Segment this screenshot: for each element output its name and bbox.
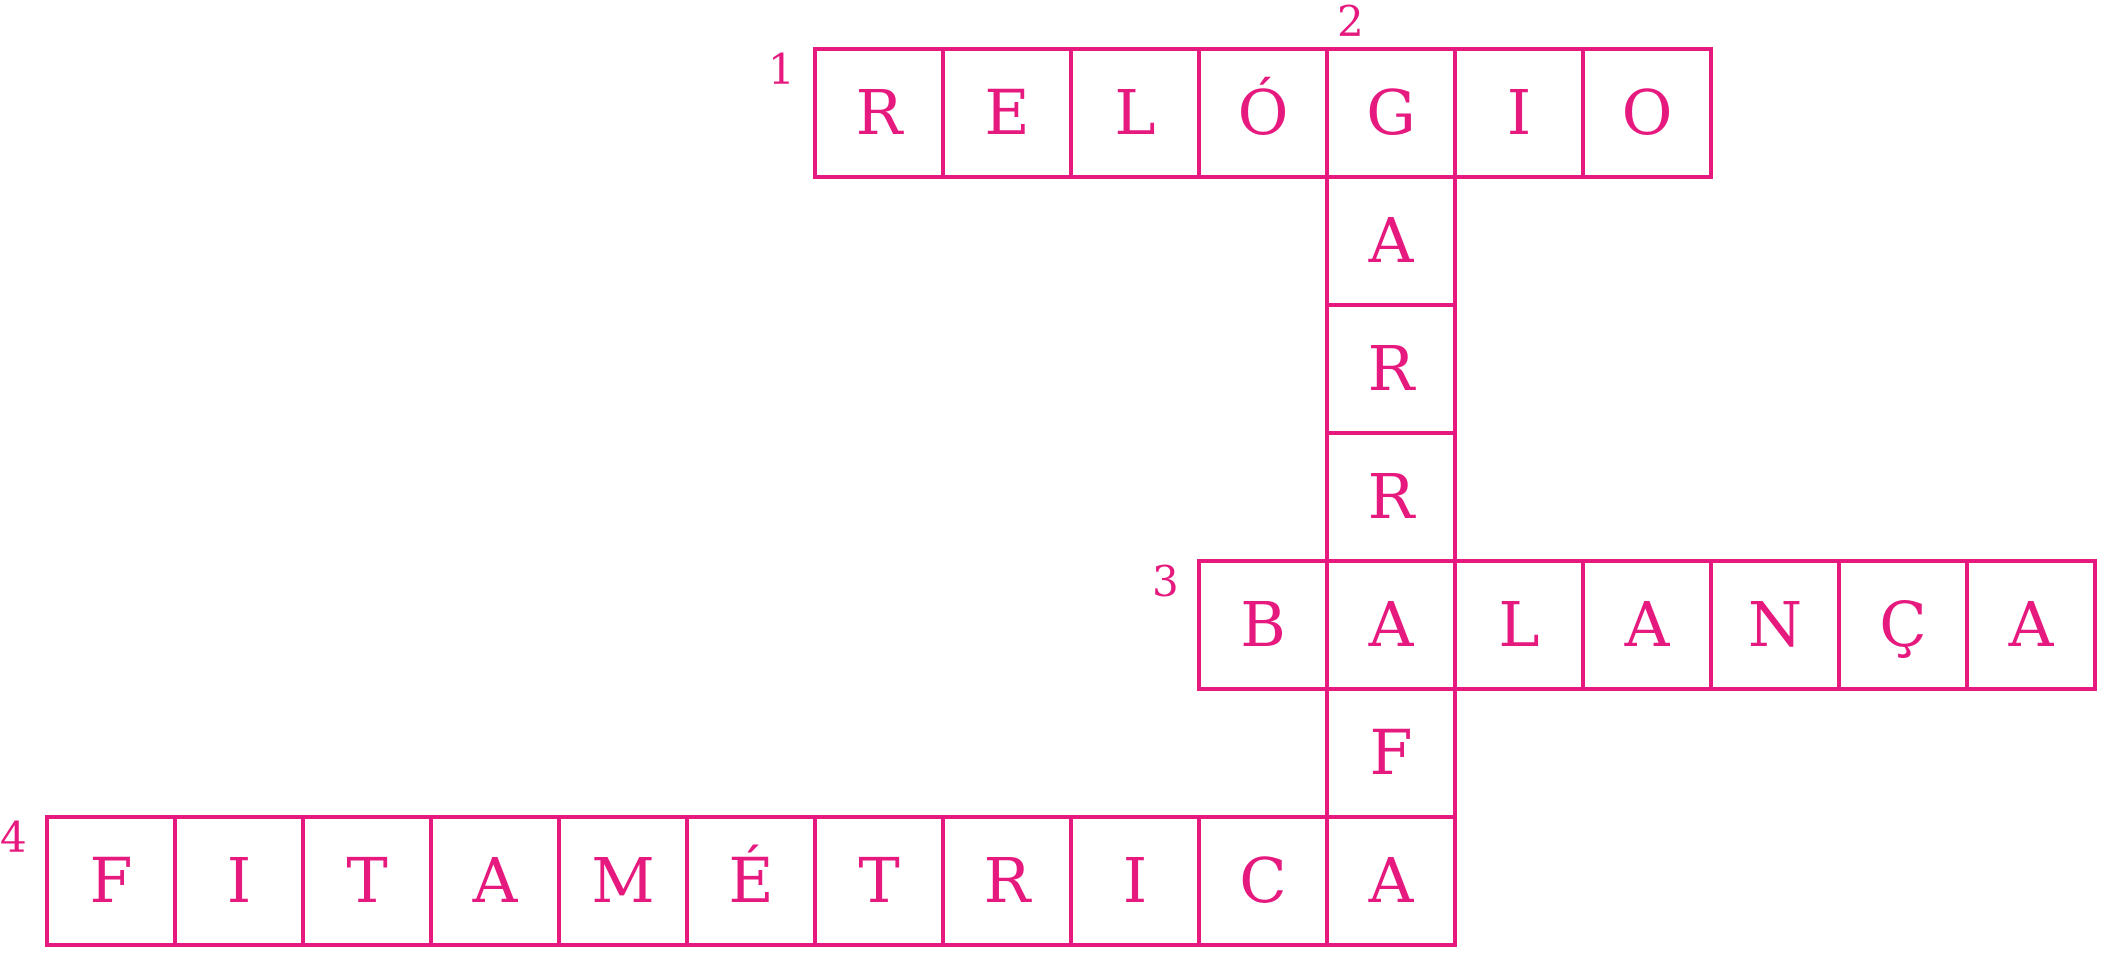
grid-cell[interactable]: A	[429, 815, 561, 947]
grid-cell[interactable]: É	[685, 815, 817, 947]
grid-cell[interactable]: R	[813, 47, 945, 179]
cell-letter: I	[226, 844, 252, 917]
grid-cell[interactable]: A	[1965, 559, 2097, 691]
clue-number-2: 2	[1337, 0, 1364, 46]
grid-cell[interactable]: Ç	[1837, 559, 1969, 691]
grid-cell[interactable]: O	[1581, 47, 1713, 179]
cell-letter: R	[983, 844, 1031, 917]
cell-letter: E	[984, 76, 1030, 149]
clue-number-4: 4	[0, 813, 27, 862]
cell-letter: I	[1506, 76, 1532, 149]
grid-cell[interactable]: G	[1325, 47, 1457, 179]
grid-cell[interactable]: A	[1325, 559, 1457, 691]
clue-number-3: 3	[1152, 557, 1179, 606]
cell-letter: M	[591, 844, 655, 917]
cell-letter: G	[1366, 76, 1416, 149]
cell-letter: A	[1624, 588, 1670, 661]
grid-cell[interactable]: T	[301, 815, 433, 947]
grid-cell[interactable]: E	[941, 47, 1073, 179]
cell-letter: A	[1368, 588, 1414, 661]
grid-cell[interactable]: F	[45, 815, 177, 947]
cell-letter: F	[89, 844, 133, 917]
grid-cell[interactable]: T	[813, 815, 945, 947]
cell-letter: A	[472, 844, 518, 917]
grid-cell[interactable]: N	[1709, 559, 1841, 691]
grid-cell[interactable]: R	[1325, 303, 1457, 435]
grid-cell[interactable]: Ó	[1197, 47, 1329, 179]
grid-cell[interactable]: I	[1453, 47, 1585, 179]
grid-cell[interactable]: A	[1325, 175, 1457, 307]
cell-letter: F	[1369, 716, 1413, 789]
cell-letter: A	[1368, 204, 1414, 277]
grid-cell[interactable]: I	[1069, 815, 1201, 947]
grid-cell[interactable]: B	[1197, 559, 1329, 691]
cell-letter: O	[1621, 76, 1673, 149]
cell-letter: A	[2008, 588, 2054, 661]
cell-letter: I	[1122, 844, 1148, 917]
cell-letter: T	[858, 844, 900, 917]
cell-letter: L	[1114, 76, 1156, 149]
cell-letter: Ó	[1237, 76, 1289, 149]
cell-letter: N	[1747, 588, 1803, 661]
cell-letter: T	[346, 844, 388, 917]
cell-letter: É	[728, 844, 774, 917]
grid-cell[interactable]: F	[1325, 687, 1457, 819]
grid-cell[interactable]: I	[173, 815, 305, 947]
cell-letter: B	[1240, 588, 1286, 661]
cell-letter: L	[1498, 588, 1540, 661]
grid-cell[interactable]: L	[1453, 559, 1585, 691]
cell-letter: A	[1368, 844, 1414, 917]
cell-letter: R	[855, 76, 903, 149]
cell-letter: R	[1367, 460, 1415, 533]
grid-cell[interactable]: A	[1325, 815, 1457, 947]
grid-cell[interactable]: L	[1069, 47, 1201, 179]
cell-letter: Ç	[1879, 588, 1927, 661]
clue-number-1: 1	[768, 45, 795, 94]
grid-cell[interactable]: R	[1325, 431, 1457, 563]
cell-letter: R	[1367, 332, 1415, 405]
cell-letter: C	[1239, 844, 1287, 917]
grid-cell[interactable]: C	[1197, 815, 1329, 947]
grid-cell[interactable]: R	[941, 815, 1073, 947]
grid-cell[interactable]: M	[557, 815, 689, 947]
grid-cell[interactable]: A	[1581, 559, 1713, 691]
